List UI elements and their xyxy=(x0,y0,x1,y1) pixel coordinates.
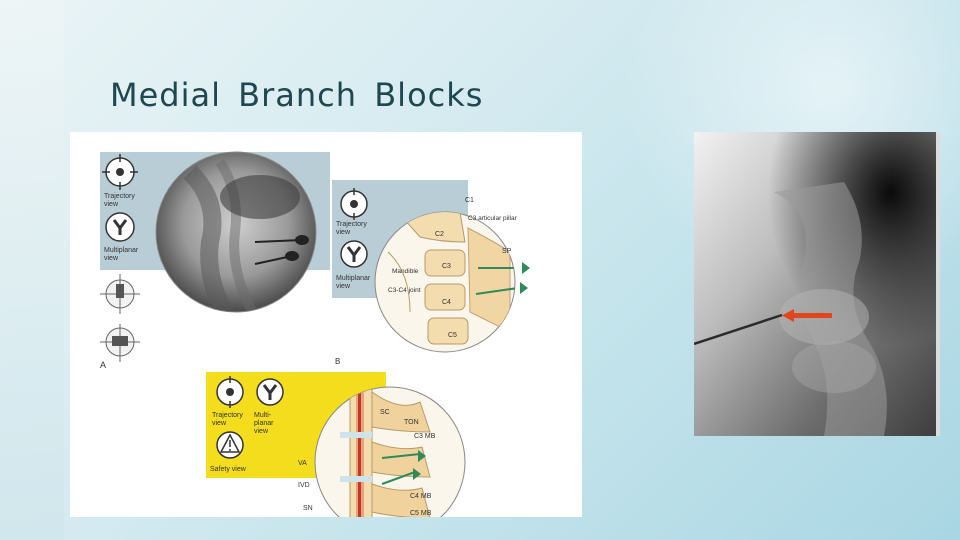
panel-b-trajectory-icon xyxy=(216,376,244,408)
inset-multiplanar-label-2: view xyxy=(336,283,351,290)
panel-b-trajectory-label-2: view xyxy=(212,420,227,427)
xray-image xyxy=(694,132,940,436)
spinal-canal-inset: SC TON C3 MB VA IVD C4 MB SN C5 MB xyxy=(298,386,466,517)
panel-b-trajectory-label-1: Trajectory xyxy=(212,412,243,419)
panel-b-multiplanar-label-3: view xyxy=(254,428,269,435)
label-sp: SP xyxy=(502,248,512,255)
label-c1: C1 xyxy=(465,197,474,204)
red-arrow-marker xyxy=(782,309,832,322)
label-c2: C2 xyxy=(435,231,444,238)
label-sn: SN xyxy=(303,505,313,512)
crosshair-diagram-2 xyxy=(100,324,140,362)
crosshair-diagram-1 xyxy=(100,274,140,314)
multiplanar-icon xyxy=(105,212,135,242)
panel-b-multiplanar-label-1: Multi- xyxy=(254,412,272,419)
left-band xyxy=(0,0,64,540)
label-c3-pillar: C3 articular pillar xyxy=(468,215,518,222)
label-sc: SC xyxy=(380,409,390,416)
label-ivd: IVD xyxy=(298,482,310,489)
label-ton: TON xyxy=(404,419,419,426)
inset-trajectory-label-2: view xyxy=(336,229,351,236)
slide-title: Medial Branch Blocks xyxy=(110,76,484,114)
inset-multiplanar-icon xyxy=(340,240,368,268)
panel-a-trajectory-label-2: view xyxy=(104,201,119,208)
trajectory-icon xyxy=(102,154,138,190)
label-mandible: Mandible xyxy=(392,268,419,275)
panel-b-letter: B xyxy=(335,357,340,366)
panel-a-letter: A xyxy=(100,360,106,370)
label-c5: C5 xyxy=(448,332,457,339)
label-c4-mb: C4 MB xyxy=(410,493,432,500)
safety-warning-icon xyxy=(216,431,244,459)
medical-illustration: Trajectory view Multiplanar view A xyxy=(70,132,582,517)
xray-svg xyxy=(694,132,940,436)
cervical-spine-inset: C1 C3 articular pillar C2 SP Mandible C3… xyxy=(374,197,530,353)
label-c4: C4 xyxy=(442,299,451,306)
label-va: VA xyxy=(298,460,307,467)
inset-multiplanar-label-1: Multiplanar xyxy=(336,275,371,282)
panel-b-multiplanar-label-2: planar xyxy=(254,420,274,427)
inset-trajectory-label-1: Trajectory xyxy=(336,221,367,228)
panel-a-trajectory-label-1: Trajectory xyxy=(104,193,135,200)
panel-a-multiplanar-label-1: Multiplanar xyxy=(104,247,139,254)
label-c3-mb: C3 MB xyxy=(414,433,436,440)
label-c3-c4-joint: C3-C4 joint xyxy=(388,287,421,294)
panel-b-safety-label: Safety view xyxy=(210,466,247,473)
inset-trajectory-icon xyxy=(340,188,368,220)
panel-b-multiplanar-icon xyxy=(256,378,284,406)
label-c3: C3 xyxy=(442,263,451,270)
fluoroscopy-image xyxy=(155,151,317,313)
label-c5-mb: C5 MB xyxy=(410,510,432,517)
panel-a-multiplanar-label-2: view xyxy=(104,255,119,262)
illustration-svg: Trajectory view Multiplanar view A xyxy=(100,151,530,517)
